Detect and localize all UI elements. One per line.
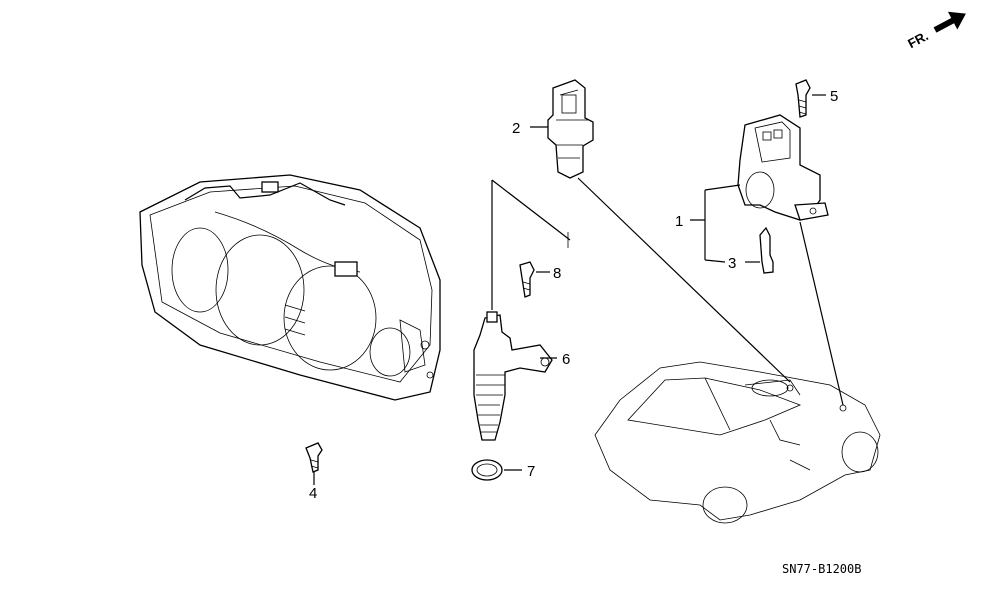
car-silhouette xyxy=(594,361,881,524)
bolt-8 xyxy=(519,261,535,298)
callout-4: 4 xyxy=(309,485,317,502)
callout-3: 3 xyxy=(728,255,736,272)
front-direction-label: FR. xyxy=(905,28,931,51)
screw-4 xyxy=(305,442,323,473)
gear-housing-6 xyxy=(473,179,571,441)
callout-1: 1 xyxy=(675,213,683,230)
sensor-pin xyxy=(759,226,774,274)
bolt-5 xyxy=(795,79,811,118)
speed-sensor-connector xyxy=(547,79,594,179)
callout-6: 6 xyxy=(562,351,570,368)
callout-7: 7 xyxy=(527,463,535,480)
front-direction-indicator: FR. xyxy=(905,11,966,51)
speed-sensor-assembly xyxy=(737,114,829,221)
o-ring-7 xyxy=(471,459,503,481)
callout-8: 8 xyxy=(553,265,561,282)
gauge-cluster xyxy=(139,174,441,401)
front-direction-arrow-icon xyxy=(933,11,966,33)
callout-5: 5 xyxy=(830,88,838,105)
drawing-code: SN77-B1200B xyxy=(782,562,861,576)
callout-2: 2 xyxy=(512,120,520,137)
